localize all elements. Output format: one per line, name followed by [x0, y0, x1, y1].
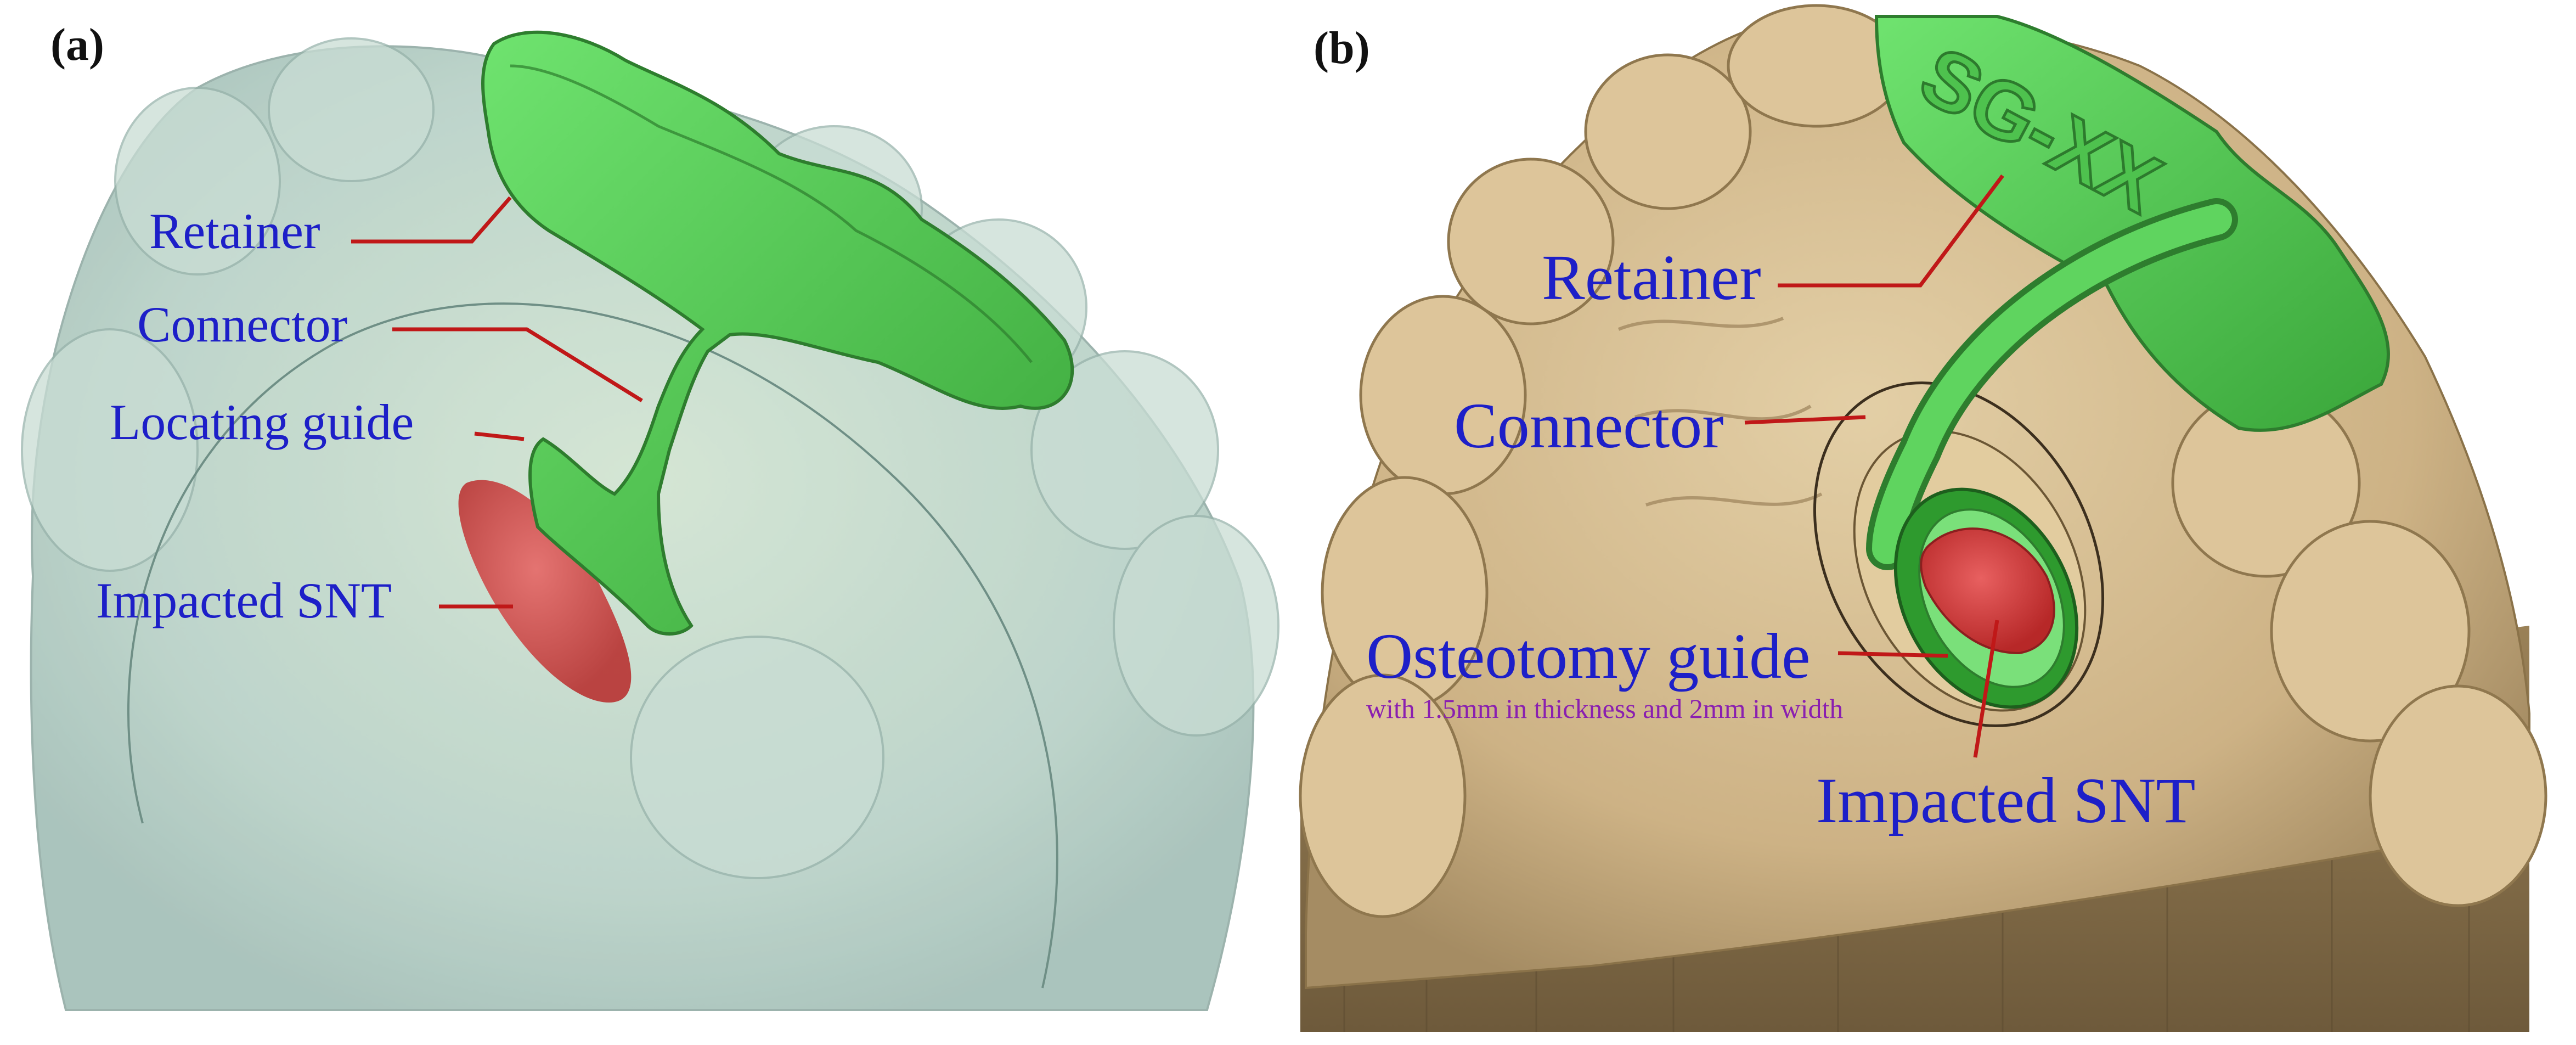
leader-b-impacted-snt: [1973, 620, 1999, 758]
leader-a-locating-guide: [474, 431, 525, 441]
panel-b-outline-outer: [1813, 381, 2105, 727]
panel-a-leader-lines: [351, 196, 643, 609]
panel-b-rugae: [1617, 317, 1823, 507]
panel-b-tag: (b): [1314, 23, 1370, 74]
panel-b-retainer: [1874, 15, 2390, 432]
leader-a-connector: [392, 327, 643, 402]
leader-b-osteotomy-guide: [1837, 651, 1948, 658]
panel-a-retainer: [481, 30, 1074, 636]
label-b-retainer: Retainer: [1542, 241, 1761, 313]
label-b-impacted-snt: Impacted SNT: [1816, 765, 2195, 836]
panel-a: Retainer Connector Locating guide Impact…: [21, 30, 1279, 1011]
label-a-connector: Connector: [137, 296, 347, 352]
leader-b-connector: [1744, 415, 1866, 425]
label-b-osteotomy-guide: Osteotomy guide: [1366, 620, 1811, 692]
panel-a-retainer-edge: [510, 64, 1033, 363]
panel-b: SG-XX Retainer Connector Osteotomy guide…: [1299, 4, 2547, 1032]
panel-a-tag: (a): [50, 19, 104, 70]
label-b-osteotomy-sub: with 1.5mm in thickness and 2mm in width: [1366, 693, 1843, 724]
panel-a-palate-contour: [127, 302, 1058, 988]
panel-a-impacted-tooth: [458, 480, 632, 703]
label-a-impacted-snt: Impacted SNT: [96, 572, 392, 628]
label-a-locating-guide: Locating guide: [110, 394, 414, 450]
panel-b-connector-highlight: [1872, 204, 2232, 564]
label-b-connector: Connector: [1454, 390, 1724, 462]
panel-b-teeth: [1299, 4, 2547, 918]
leader-b-retainer: [1778, 174, 2004, 288]
panel-b-impacted-tooth: [1920, 527, 2055, 655]
label-a-retainer: Retainer: [149, 203, 320, 259]
panel-b-leader-lines: [1744, 174, 2004, 758]
leader-a-retainer: [351, 196, 512, 244]
